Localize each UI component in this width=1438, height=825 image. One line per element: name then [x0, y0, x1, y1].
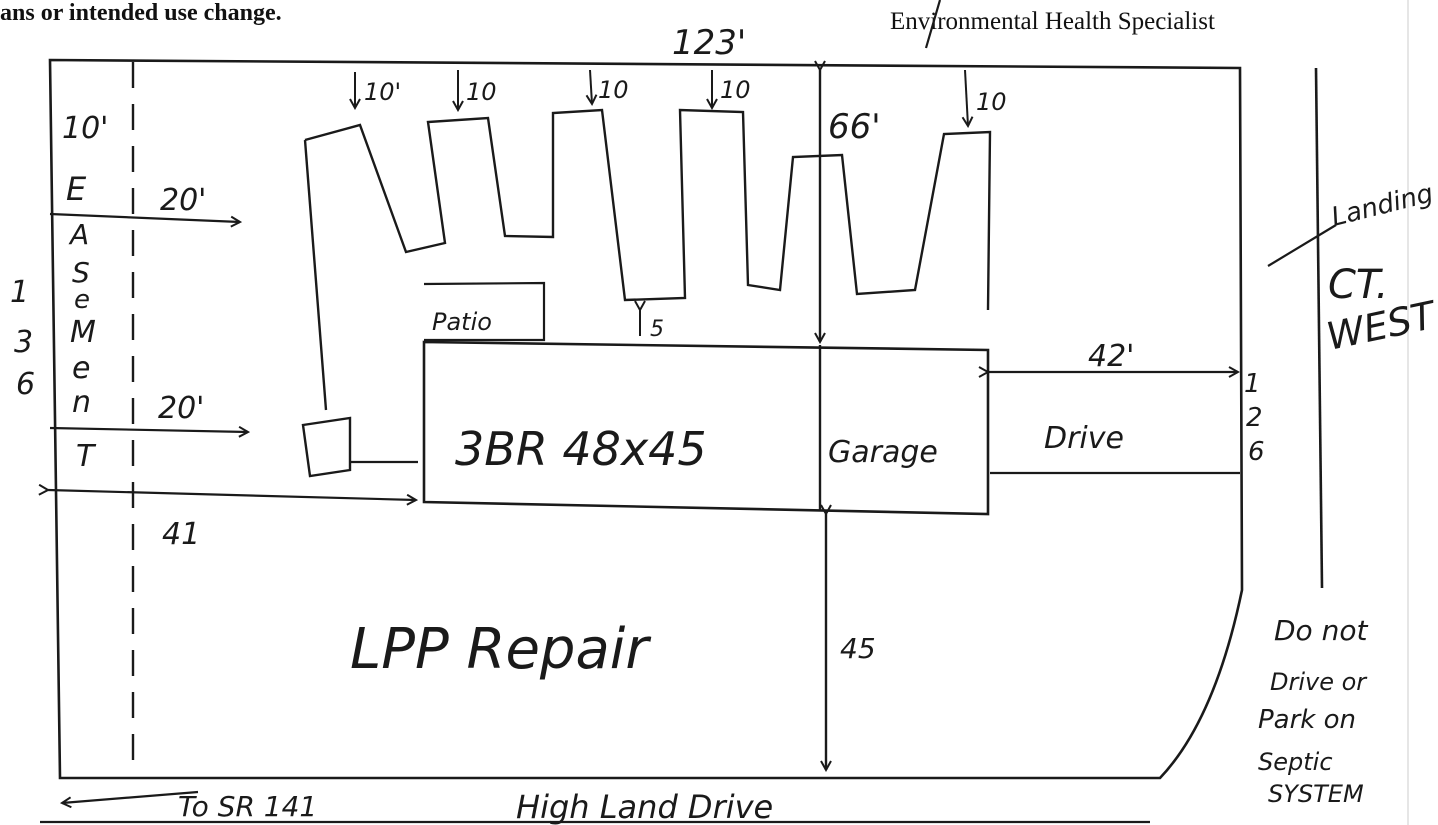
- street-label-line-1: Landing: [1328, 179, 1436, 233]
- road-direction-label: To SR 141: [178, 790, 317, 823]
- repair-depth-label: 45: [840, 632, 876, 665]
- property-boundary: [48, 58, 1244, 780]
- house-outline: [422, 340, 990, 516]
- easement-letter-5: M: [70, 315, 96, 350]
- easement-letter-1: E: [66, 170, 87, 208]
- drive-label: Drive: [1044, 421, 1124, 456]
- warning-line-2: Drive or: [1270, 668, 1368, 696]
- warning-line-3: Park on: [1258, 705, 1356, 735]
- setback-arrow-upper: [49, 212, 240, 222]
- right-dim-digit-2: 2: [1246, 403, 1263, 433]
- drain-field: [304, 108, 992, 311]
- drive-width-label: 42': [1088, 339, 1134, 374]
- right-dim-digit-1: 1: [1244, 369, 1261, 399]
- setback-41-label: 41: [162, 517, 200, 552]
- setback-upper-label: 20': [160, 183, 206, 218]
- house-label: 3BR 48x45: [455, 422, 707, 476]
- header-slash: [924, 0, 942, 49]
- easement-width-label: 10': [62, 111, 108, 146]
- setback-arrow-lower: [49, 428, 248, 432]
- easement-letter-6: e: [72, 351, 90, 386]
- setback-lower-label: 20': [158, 391, 204, 426]
- header-title: Environmental Health Specialist: [890, 8, 1215, 35]
- field-setback-label-1: 10': [364, 78, 401, 106]
- field-setback-label-3: 10: [598, 76, 629, 104]
- field-setback-arrow-3: [590, 69, 592, 104]
- easement-letter-7: n: [72, 385, 91, 420]
- street-label-pointer: [1267, 224, 1337, 267]
- patio-outline: [423, 281, 546, 342]
- field-setback-label-2: 10: [466, 78, 497, 106]
- header-note: ans or intended use change.: [0, 0, 282, 26]
- warning-line-5: SYSTEM: [1268, 780, 1364, 808]
- easement-letter-3: S: [72, 256, 90, 289]
- left-dim-digit-3: 6: [16, 367, 35, 402]
- house-depth-label: 66': [828, 107, 881, 147]
- left-dim-digit-2: 3: [14, 325, 33, 360]
- street-line: [1314, 67, 1324, 589]
- warning-line-4: Septic: [1258, 748, 1333, 776]
- drain-field-left-edge: [303, 139, 328, 411]
- easement-letter-2: A: [68, 218, 89, 251]
- repair-area-label: LPP Repair: [350, 617, 651, 682]
- warning-line-1: Do not: [1274, 614, 1368, 647]
- top-dimension-label: 123': [672, 23, 746, 63]
- septic-tank: [301, 416, 352, 478]
- garage-label: Garage: [828, 435, 938, 470]
- field-setback-label-4: 10: [720, 76, 751, 104]
- right-dim-digit-3: 6: [1248, 437, 1265, 467]
- field-setback-arrow-5: [965, 69, 968, 126]
- left-dim-digit-1: 1: [10, 275, 29, 310]
- road-label: High Land Drive: [516, 788, 773, 825]
- patio-label: Patio: [432, 308, 492, 336]
- field-setback-label-5: 10: [976, 88, 1007, 116]
- patio-gap-label: 5: [650, 317, 664, 342]
- road-direction-arrow: [62, 790, 199, 803]
- street-label-line-2: CT.: [1328, 262, 1388, 308]
- setback-arrow-41: [48, 490, 416, 500]
- easement-letter-8: T: [76, 439, 97, 474]
- easement-letter-4: e: [74, 285, 90, 315]
